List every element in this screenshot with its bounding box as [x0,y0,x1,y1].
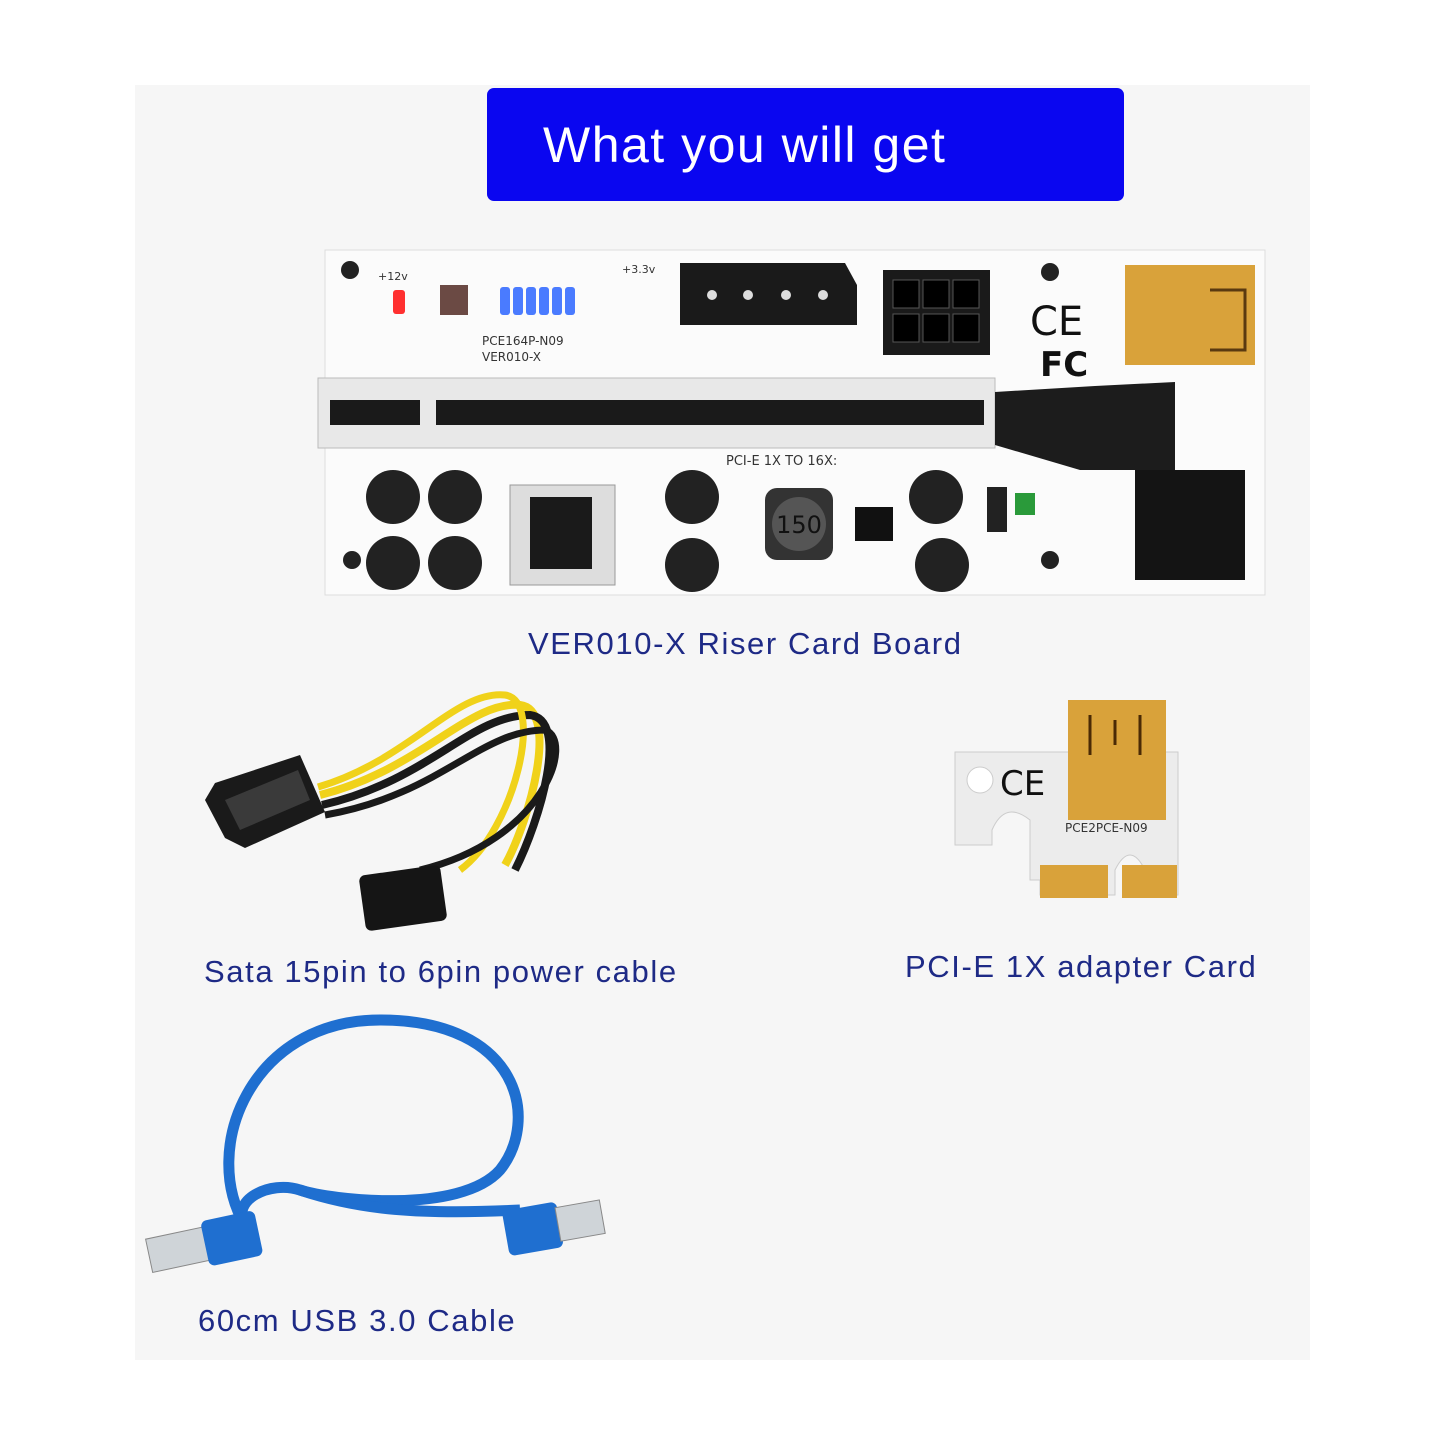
riser-card-board-image: +12v +3.3v PCE164P-N09 VER010-X CE FC PC… [317,249,1266,596]
fc-mark: FC [1040,345,1088,385]
page-title: What you will get [543,116,947,173]
board-model-marking: PCE164P-N09 [482,334,564,348]
inductor-marking: 150 [776,511,822,539]
usb-cable-label: 60cm USB 3.0 Cable [198,1303,517,1338]
sata-cable-label: Sata 15pin to 6pin power cable [204,954,678,989]
adapter-card-image: CE PCE2PCE-N09 [954,700,1179,898]
usb-cable-image [145,1014,606,1274]
riser-board-label: VER010-X Riser Card Board [528,626,963,661]
v33-marking: +3.3v [622,263,656,276]
sata-cable-image [205,691,560,931]
adapter-model-marking: PCE2PCE-N09 [1065,821,1148,835]
adapter-ce-mark: CE [1000,764,1045,804]
board-version-marking: VER010-X [482,350,541,364]
v12-marking: +12v [378,270,408,283]
adapter-card-label: PCI-E 1X adapter Card [905,949,1258,984]
red-led [393,290,405,314]
header-banner: What you will get [487,88,1124,201]
slot-marking: PCI-E 1X TO 16X: [726,454,837,469]
ce-mark: CE [1030,299,1083,345]
